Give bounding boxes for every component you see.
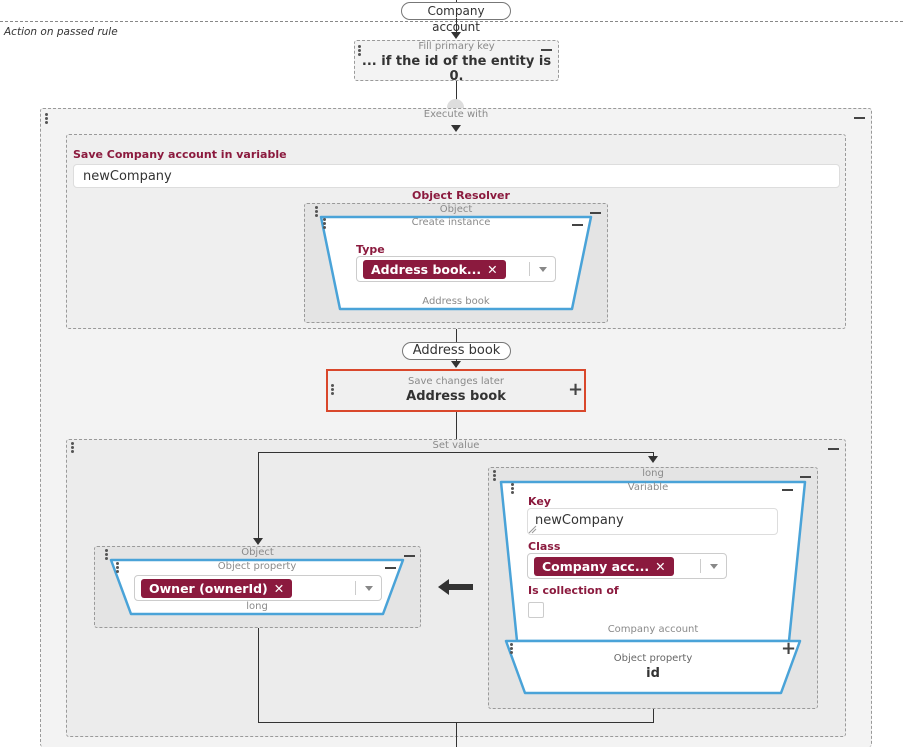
remove-tag-icon[interactable]: ✕ <box>655 559 666 574</box>
variable-name-value: newCompany <box>83 169 172 184</box>
drag-handle-icon[interactable] <box>116 562 119 574</box>
fill-primary-key-node[interactable]: Fill primary key ... if the id of the en… <box>354 40 559 84</box>
key-input[interactable]: newCompany <box>527 508 778 535</box>
collapse-icon[interactable] <box>541 49 552 51</box>
drag-handle-icon[interactable] <box>315 206 318 218</box>
drag-handle-icon[interactable] <box>493 470 496 482</box>
class-tag-label: Company acc... <box>542 559 650 574</box>
chevron-down-icon[interactable] <box>365 586 373 591</box>
collection-label: Is collection of <box>528 584 619 597</box>
chevron-down-icon[interactable] <box>710 564 718 569</box>
class-select[interactable]: Company acc... ✕ <box>527 553 727 579</box>
fill-primary-key-title: Fill primary key <box>418 41 495 52</box>
drag-handle-icon[interactable] <box>323 218 326 230</box>
drag-handle-icon[interactable] <box>71 442 74 454</box>
middle-entity-pill: Address book <box>402 342 511 360</box>
collapse-icon[interactable] <box>782 489 793 491</box>
collapse-icon[interactable] <box>404 555 415 557</box>
drag-handle-icon[interactable] <box>358 45 361 57</box>
object-resolver-title: Object Resolver <box>412 189 510 202</box>
variable-footer: Company account <box>607 624 699 635</box>
fill-primary-key-condition: ... if the id of the entity is 0. <box>361 54 552 84</box>
variable-name-input[interactable]: newCompany <box>73 164 840 188</box>
save-variable-label: Save Company account in variable <box>73 148 287 161</box>
left-property-select[interactable]: Owner (ownerId) ✕ <box>134 575 382 601</box>
collection-checkbox[interactable] <box>528 602 544 618</box>
drag-handle-icon[interactable] <box>511 483 514 495</box>
save-changes-later-node[interactable]: Save changes later Address book + <box>326 369 586 412</box>
create-instance-title: Create instance <box>411 217 491 228</box>
type-tag-label: Address book... <box>371 262 482 277</box>
drag-handle-icon[interactable] <box>105 549 108 561</box>
right-object-property-trapezoid <box>504 639 802 695</box>
create-instance-footer: Address book <box>422 296 490 307</box>
top-entity-pill: Company account <box>401 2 511 34</box>
owner-tag-label: Owner (ownerId) <box>149 581 268 596</box>
collapse-icon[interactable] <box>854 117 865 119</box>
save-changes-title: Save changes later <box>407 376 504 387</box>
type-select[interactable]: Address book... ✕ <box>356 256 556 282</box>
section-divider <box>0 21 903 22</box>
long-label: long <box>642 468 664 479</box>
right-prop-value: id <box>646 666 660 681</box>
save-changes-entity: Address book <box>406 389 506 404</box>
section-label: Action on passed rule <box>4 26 118 38</box>
collapse-icon[interactable] <box>572 224 583 226</box>
collapse-icon[interactable] <box>590 212 601 214</box>
drag-handle-icon[interactable] <box>331 384 334 396</box>
owner-tag[interactable]: Owner (ownerId) ✕ <box>141 579 293 598</box>
collapse-icon[interactable] <box>828 448 839 450</box>
chevron-down-icon[interactable] <box>539 267 547 272</box>
type-tag[interactable]: Address book... ✕ <box>363 260 506 279</box>
left-object-label: Object <box>241 547 274 558</box>
remove-tag-icon[interactable]: ✕ <box>487 262 498 277</box>
class-label: Class <box>528 540 561 553</box>
drag-handle-icon[interactable] <box>510 643 513 655</box>
resize-handle-icon[interactable] <box>528 525 537 534</box>
expand-plus-icon[interactable]: + <box>568 379 584 400</box>
left-prop-footer: long <box>246 601 268 612</box>
left-prop-title: Object property <box>217 561 297 572</box>
key-label: Key <box>528 495 551 508</box>
collapse-icon[interactable] <box>800 476 811 478</box>
set-value-title: Set value <box>432 440 480 451</box>
object-label: Object <box>439 204 473 215</box>
assign-arrow-icon <box>438 579 473 595</box>
type-label: Type <box>356 243 385 256</box>
execute-with-title: Execute with <box>423 109 489 120</box>
drag-handle-icon[interactable] <box>45 113 48 125</box>
expand-plus-icon[interactable]: + <box>781 638 797 659</box>
class-tag[interactable]: Company acc... ✕ <box>534 557 674 576</box>
remove-tag-icon[interactable]: ✕ <box>273 581 285 596</box>
right-prop-title: Object property <box>613 653 693 664</box>
collapse-icon[interactable] <box>385 567 396 569</box>
variable-title: Variable <box>627 482 669 493</box>
key-value: newCompany <box>535 513 624 528</box>
